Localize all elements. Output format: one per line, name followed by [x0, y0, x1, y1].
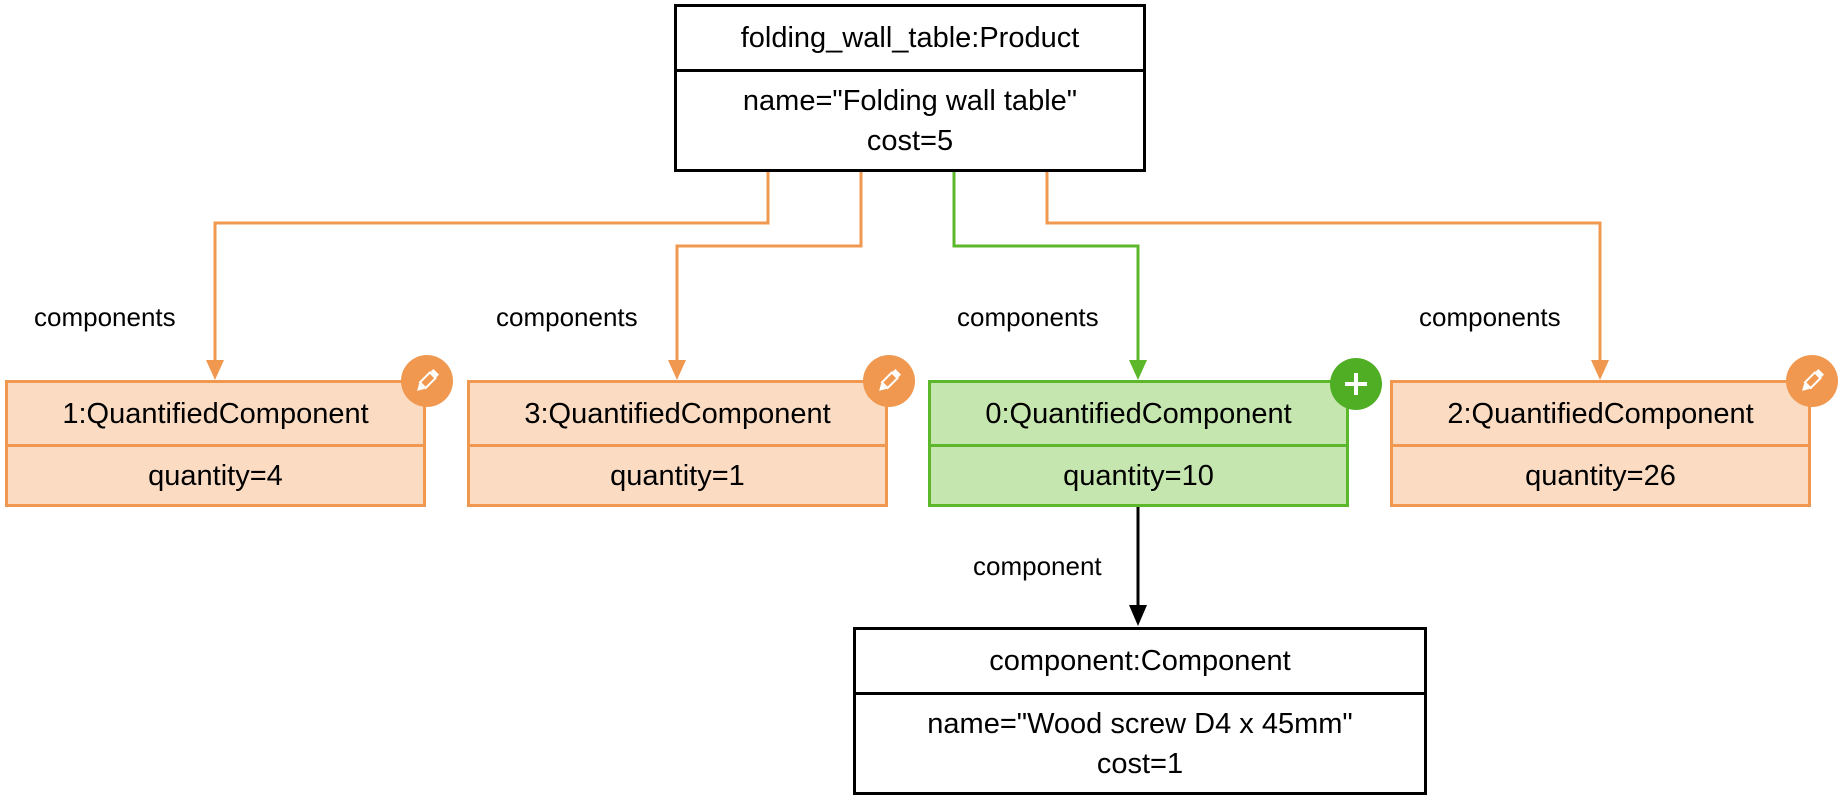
- edge-label-qc0: components: [957, 302, 1099, 332]
- arrowhead-qc3: [668, 360, 686, 380]
- component-node-title: component:Component: [856, 630, 1424, 695]
- modified-badge: [1786, 355, 1838, 407]
- quantified-component-node[interactable]: 2:QuantifiedComponent quantity=26: [1390, 380, 1811, 507]
- arrowhead-qc2: [1591, 360, 1609, 380]
- quantified-component-node[interactable]: 0:QuantifiedComponent quantity=10: [928, 380, 1349, 507]
- pencil-icon: [417, 368, 440, 391]
- quantified-component-node[interactable]: 1:QuantifiedComponent quantity=4: [5, 380, 426, 507]
- edge-label-qc1: components: [34, 302, 176, 332]
- pencil-icon: [1802, 368, 1825, 391]
- edge-label-component: component: [973, 551, 1102, 581]
- arrowhead-component: [1129, 605, 1147, 626]
- pencil-icon: [879, 368, 902, 391]
- quantified-component-quantity: quantity=10: [1063, 459, 1214, 492]
- added-badge: [1330, 358, 1382, 410]
- product-name-attr: name="Folding wall table": [742, 84, 1078, 117]
- edge-product-to-qc2: [1045, 172, 1602, 365]
- plus-icon: [1345, 373, 1367, 395]
- product-node[interactable]: folding_wall_table:Product name="Folding…: [674, 4, 1146, 172]
- quantified-component-quantity: quantity=4: [148, 459, 283, 492]
- component-cost-attr: cost=1: [1096, 747, 1184, 780]
- edge-label-qc2: components: [1419, 302, 1561, 332]
- edge-product-to-qc1: [213, 172, 770, 365]
- quantified-component-quantity: quantity=26: [1525, 459, 1676, 492]
- modified-badge: [401, 355, 453, 407]
- edge-product-to-qc0: [952, 172, 1140, 365]
- component-name-attr: name="Wood screw D4 x 45mm": [927, 707, 1353, 740]
- quantified-component-title: 2:QuantifiedComponent: [1393, 383, 1808, 447]
- edge-label-qc3: components: [496, 302, 638, 332]
- arrowhead-qc1: [206, 360, 224, 380]
- quantified-component-title: 3:QuantifiedComponent: [470, 383, 885, 447]
- quantified-component-node[interactable]: 3:QuantifiedComponent quantity=1: [467, 380, 888, 507]
- component-node[interactable]: component:Component name="Wood screw D4 …: [853, 627, 1427, 795]
- product-node-title: folding_wall_table:Product: [677, 7, 1143, 72]
- product-node-attributes: name="Folding wall table" cost=5: [677, 72, 1143, 169]
- component-node-attributes: name="Wood screw D4 x 45mm" cost=1: [856, 695, 1424, 792]
- modified-badge: [863, 355, 915, 407]
- product-cost-attr: cost=5: [866, 124, 954, 157]
- quantified-component-title: 0:QuantifiedComponent: [931, 383, 1346, 447]
- quantified-component-quantity: quantity=1: [610, 459, 745, 492]
- edge-product-to-qc3: [675, 172, 863, 365]
- quantified-component-title: 1:QuantifiedComponent: [8, 383, 423, 447]
- arrowhead-qc0: [1129, 360, 1147, 380]
